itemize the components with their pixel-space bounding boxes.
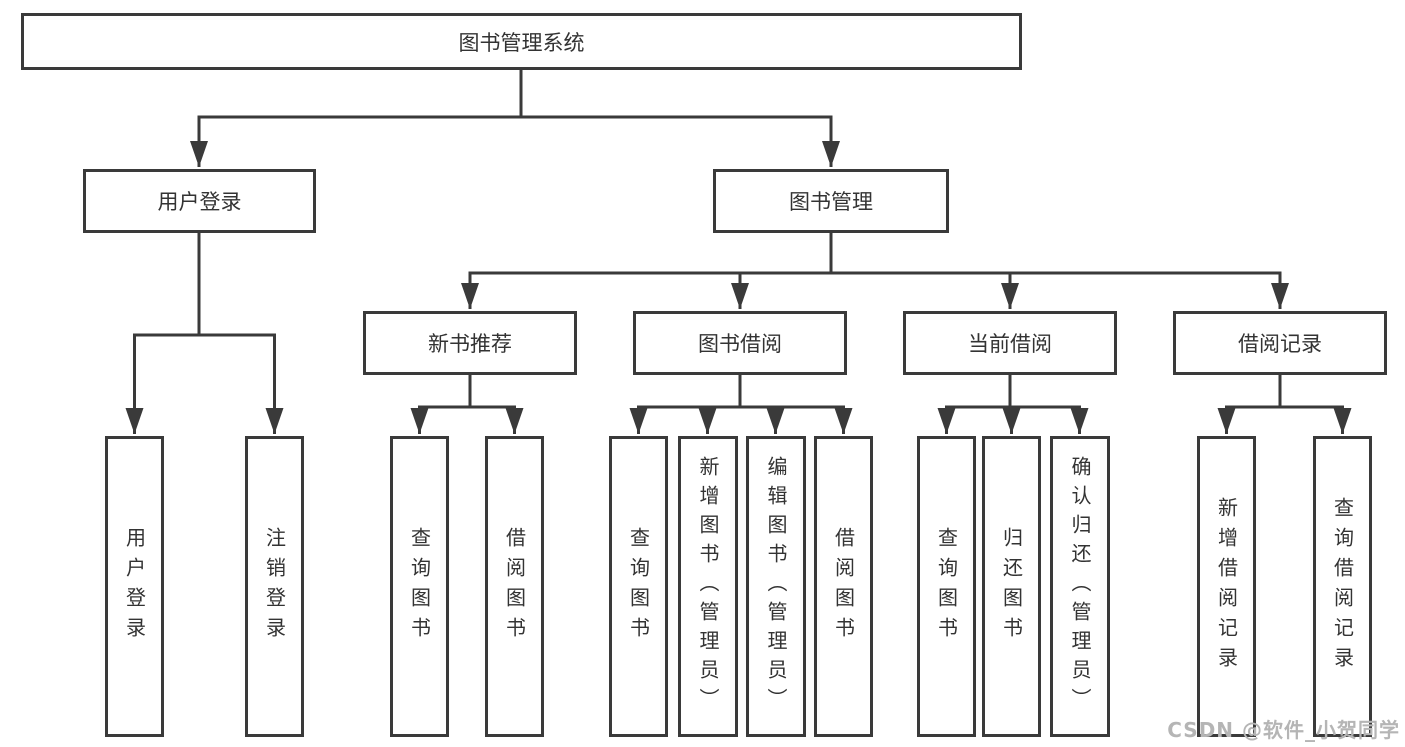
leaf-borrow-books-recommend: 借阅图书 — [485, 436, 544, 737]
leaf-query-borrow-record: 查询借阅记录 — [1313, 436, 1372, 737]
leaf-query-books-recommend: 查询图书 — [390, 436, 449, 737]
leaf-edit-books-admin: 编辑图书（管理员） — [746, 436, 806, 737]
node-current-borrowing: 当前借阅 — [903, 311, 1117, 375]
leaf-query-books-borrow: 查询图书 — [609, 436, 668, 737]
node-library-management-system: 图书管理系统 — [21, 13, 1022, 70]
node-new-book-recommendation: 新书推荐 — [363, 311, 577, 375]
node-user-login: 用户登录 — [83, 169, 316, 233]
node-book-borrowing: 图书借阅 — [633, 311, 847, 375]
leaf-confirm-return-admin: 确认归还（管理员） — [1050, 436, 1110, 737]
leaf-logout: 注销登录 — [245, 436, 304, 737]
leaf-borrow-books: 借阅图书 — [814, 436, 873, 737]
watermark-text: CSDN @软件_小贺同学 — [1167, 718, 1400, 742]
leaf-query-books-current: 查询图书 — [917, 436, 976, 737]
leaf-user-login: 用户登录 — [105, 436, 164, 737]
leaf-add-books-admin: 新增图书（管理员） — [678, 436, 738, 737]
leaf-add-borrow-record: 新增借阅记录 — [1197, 436, 1256, 737]
node-borrowing-records: 借阅记录 — [1173, 311, 1387, 375]
node-book-management: 图书管理 — [713, 169, 949, 233]
leaf-return-books: 归还图书 — [982, 436, 1041, 737]
